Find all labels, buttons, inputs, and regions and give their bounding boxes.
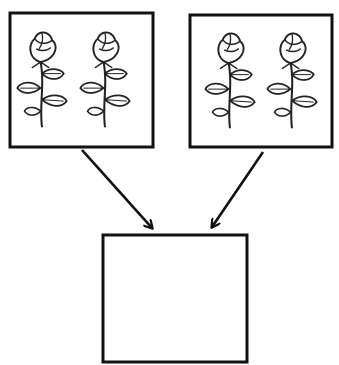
parent-box-2 bbox=[188, 13, 334, 149]
arrow-parent-2-to-offspring bbox=[212, 151, 265, 227]
parent-box-1 bbox=[8, 11, 155, 149]
offspring-box bbox=[101, 233, 249, 364]
arrow-parent-1-to-offspring bbox=[81, 149, 152, 228]
